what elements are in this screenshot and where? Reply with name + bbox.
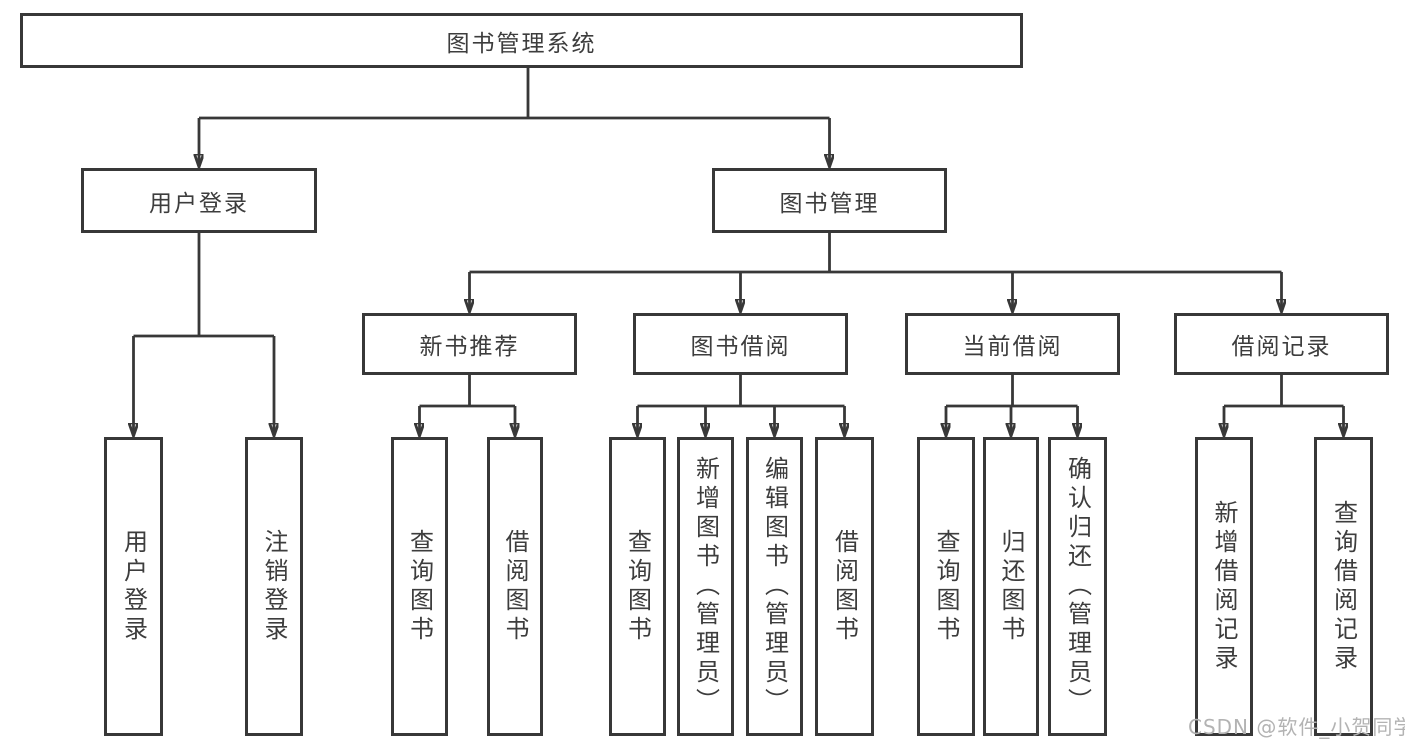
- node-leaf-cb-return: 归还图书: [983, 437, 1039, 736]
- node-leaf-cb-return-label: 归还图书: [997, 528, 1025, 645]
- node-leaf-cb-confirm: 确认归还（管理员）: [1048, 437, 1107, 736]
- node-leaf-logout: 注销登录: [245, 437, 303, 736]
- node-new-book-rec-label: 新书推荐: [419, 334, 520, 360]
- node-leaf-logout-label: 注销登录: [260, 528, 288, 645]
- node-leaf-user-login-label: 用户登录: [119, 528, 148, 645]
- node-leaf-br-query: 查询借阅记录: [1314, 437, 1373, 736]
- node-user-login: 用户登录: [81, 168, 317, 233]
- node-leaf-bb-edit-label: 编辑图书（管理员）: [760, 456, 789, 717]
- node-leaf-br-add-label: 新增借阅记录: [1210, 499, 1238, 674]
- connector-new-book-trunk: [419, 375, 515, 408]
- connector-book-borrow-trunk: [637, 375, 845, 408]
- connector-current-borrow-trunk: [946, 375, 1078, 408]
- csdn-watermark: CSDN @软件_小贺同学: [1188, 715, 1405, 739]
- node-current-borrow-label: 当前借阅: [962, 334, 1063, 360]
- node-leaf-user-login: 用户登录: [104, 437, 163, 736]
- node-book-mgmt-label: 图书管理: [779, 190, 880, 217]
- node-book-borrow: 图书借阅: [633, 313, 848, 375]
- node-leaf-nb-query: 查询图书: [391, 437, 448, 736]
- node-user-login-label: 用户登录: [149, 190, 249, 217]
- node-new-book-rec: 新书推荐: [362, 313, 577, 375]
- node-leaf-cb-confirm-label: 确认归还（管理员）: [1063, 456, 1092, 717]
- node-leaf-bb-query: 查询图书: [609, 437, 666, 736]
- node-root: 图书管理系统: [20, 13, 1023, 68]
- node-leaf-nb-query-label: 查询图书: [405, 528, 434, 645]
- connector-book-mgmt-trunk: [469, 233, 1282, 274]
- node-leaf-br-add: 新增借阅记录: [1195, 437, 1253, 736]
- node-book-mgmt: 图书管理: [712, 168, 947, 233]
- node-leaf-cb-query: 查询图书: [917, 437, 975, 736]
- node-leaf-bb-edit: 编辑图书（管理员）: [746, 437, 803, 736]
- node-leaf-br-query-label: 查询借阅记录: [1329, 499, 1358, 674]
- node-leaf-bb-borrow: 借阅图书: [815, 437, 874, 736]
- connector-user-login-trunk: [133, 233, 274, 338]
- node-leaf-bb-query-label: 查询图书: [623, 528, 652, 645]
- node-leaf-nb-borrow-label: 借阅图书: [501, 528, 529, 645]
- node-leaf-nb-borrow: 借阅图书: [487, 437, 543, 736]
- node-current-borrow: 当前借阅: [905, 313, 1120, 375]
- node-book-borrow-label: 图书借阅: [690, 334, 791, 360]
- connector-root-trunk: [199, 68, 830, 120]
- node-leaf-bb-add-label: 新增图书（管理员）: [691, 456, 720, 717]
- node-leaf-bb-borrow-label: 借阅图书: [830, 528, 859, 645]
- node-borrow-record: 借阅记录: [1174, 313, 1389, 375]
- connector-borrow-record-trunk: [1224, 375, 1344, 408]
- node-borrow-record-label: 借阅记录: [1231, 334, 1332, 360]
- node-leaf-cb-query-label: 查询图书: [932, 528, 960, 645]
- node-root-label: 图书管理系统: [446, 30, 597, 57]
- node-leaf-bb-add: 新增图书（管理员）: [677, 437, 734, 736]
